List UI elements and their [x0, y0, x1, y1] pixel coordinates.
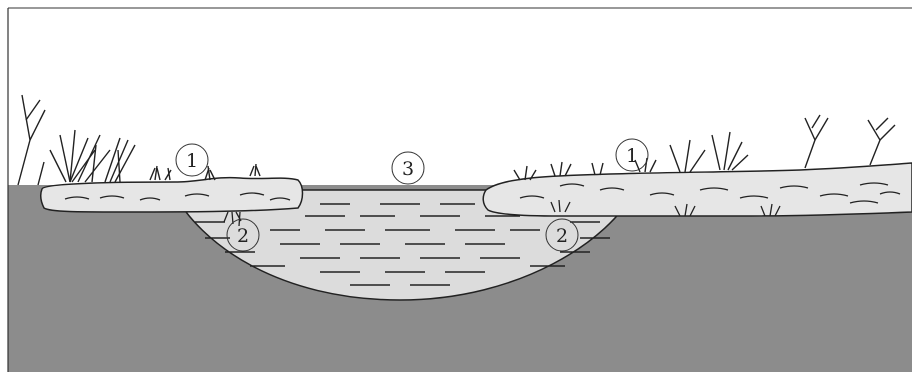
floating-mat-left: [39, 176, 304, 213]
roots-right: [550, 199, 781, 217]
label-text: 2: [237, 225, 249, 247]
label-circle: [226, 218, 260, 252]
floating-mat-right: [482, 162, 912, 217]
label-mat-right: 1: [615, 138, 649, 172]
vegetation-left: [17, 94, 261, 186]
label-text: 1: [186, 150, 198, 172]
label-circle: [391, 151, 425, 185]
label-circle: [545, 218, 579, 252]
label-open-water: 3: [391, 151, 425, 185]
label-circle: [615, 138, 649, 172]
label-under-left: 2: [226, 218, 260, 252]
label-mat-left: 1: [175, 143, 209, 177]
label-text: 1: [626, 145, 638, 167]
mat-texture: [64, 182, 901, 204]
label-text: 3: [402, 158, 414, 180]
water-hatching: [195, 203, 610, 286]
label-circle: [175, 143, 209, 177]
label-text: 2: [556, 225, 568, 247]
vegetation-right: [513, 114, 896, 181]
label-under-right: 2: [545, 218, 579, 252]
water-basin: [170, 189, 637, 301]
